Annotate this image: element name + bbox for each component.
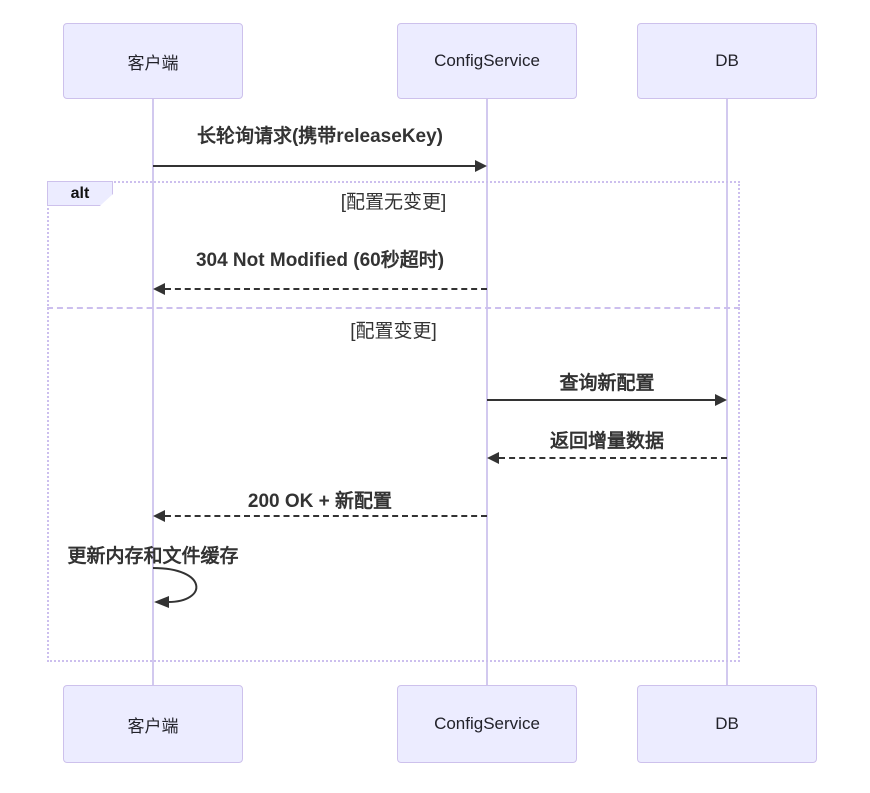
- message-label-304: 304 Not Modified (60秒超时): [195, 250, 445, 271]
- alt-frame: [47, 181, 740, 662]
- message-label-return-delta: 返回增量数据: [549, 431, 664, 452]
- message-line-200-ok: [165, 515, 487, 517]
- participant-configservice-label: ConfigService: [434, 714, 540, 733]
- message-line-query-config: [487, 399, 715, 401]
- participant-client-top: 客户端: [63, 23, 243, 99]
- self-loop-arrow-icon: [152, 567, 198, 608]
- participant-db-label: DB: [715, 714, 739, 733]
- lifeline-configservice: [486, 99, 488, 685]
- message-line-long-poll: [153, 165, 477, 167]
- message-label-long-poll: 长轮询请求(携带releaseKey): [196, 126, 444, 147]
- lifeline-db: [726, 99, 728, 685]
- message-line-304: [165, 288, 487, 290]
- arrowhead-right-icon: [475, 160, 487, 172]
- arrowhead-left-icon: [153, 283, 165, 295]
- arrowhead-right-icon: [715, 394, 727, 406]
- message-label-query-config: 查询新配置: [559, 373, 655, 394]
- participant-client-label: 客户端: [127, 716, 179, 736]
- participant-db-label: DB: [715, 51, 739, 70]
- participant-client-label: 客户端: [127, 53, 179, 73]
- participant-configservice-bottom: ConfigService: [397, 685, 577, 763]
- alt-condition-1: [配置无变更]: [340, 192, 447, 213]
- participant-db-bottom: DB: [637, 685, 817, 763]
- participant-client-bottom: 客户端: [63, 685, 243, 763]
- message-label-200-ok: 200 OK + 新配置: [247, 491, 393, 512]
- participant-configservice-label: ConfigService: [434, 51, 540, 70]
- alt-operator-text: alt: [70, 184, 90, 202]
- arrowhead-left-icon: [153, 510, 165, 522]
- alt-operator-label: alt: [47, 181, 113, 206]
- message-line-return-delta: [499, 457, 727, 459]
- alt-condition-2: [配置变更]: [350, 321, 437, 342]
- message-label-update-cache: 更新内存和文件缓存: [67, 546, 239, 567]
- alt-else-divider: [47, 307, 740, 309]
- arrowhead-left-icon: [487, 452, 499, 464]
- participant-db-top: DB: [637, 23, 817, 99]
- participant-configservice-top: ConfigService: [397, 23, 577, 99]
- lifeline-client: [152, 99, 154, 685]
